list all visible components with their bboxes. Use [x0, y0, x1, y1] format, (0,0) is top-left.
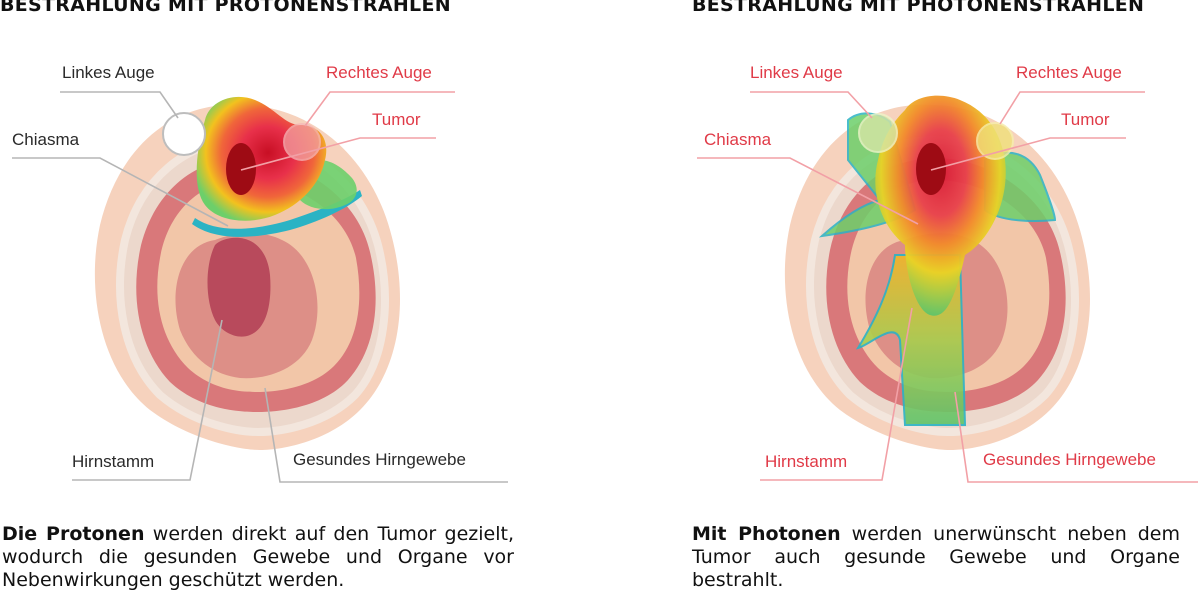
proton-line-right-eye: [304, 91, 455, 127]
photon-head: [784, 95, 1090, 450]
photon-line-chiasma: [697, 157, 919, 225]
photon-label-right-eye: Rechtes Auge: [1016, 63, 1122, 82]
photon-label-healthy-tissue: Gesundes Hirngewebe: [983, 450, 1156, 469]
photon-line-left-eye: [750, 91, 873, 119]
proton-line-brainstem: [72, 319, 223, 481]
photon-dose-region: [875, 95, 1006, 316]
proton-caption-text: werden direkt auf den Tumor gezielt, wod…: [2, 523, 514, 591]
photon-line-healthy: [954, 391, 1198, 483]
photon-label-tumor: Tumor: [1061, 110, 1110, 129]
proton-caption-bold: Die Protonen: [2, 523, 145, 545]
proton-leader-lines-red: [240, 91, 455, 171]
proton-line-chiasma: [12, 157, 229, 227]
photon-line-brainstem: [760, 307, 913, 481]
proton-head: [94, 96, 400, 450]
proton-label-brainstem: Hirnstamm: [72, 452, 155, 471]
proton-label-chiasma: Chiasma: [12, 130, 80, 149]
photon-caption-text: werden unerwünscht neben dem Tumor auch …: [692, 523, 1181, 591]
proton-label-left-eye: Linkes Auge: [62, 63, 155, 82]
proton-chiasma-band: [192, 190, 362, 237]
proton-label-healthy-tissue: Gesundes Hirngewebe: [293, 450, 466, 469]
photon-tumor-core: [916, 143, 946, 195]
proton-tumor-core: [226, 143, 256, 195]
proton-label-tumor: Tumor: [372, 110, 421, 129]
photon-label-chiasma: Chiasma: [704, 130, 772, 149]
proton-caption: Die Protonen werden direkt auf den Tumor…: [2, 523, 514, 592]
photon-left-eye: [858, 113, 898, 153]
photon-leader-lines: [697, 91, 1198, 483]
proton-line-left-eye: [60, 91, 179, 119]
proton-brainstem: [207, 237, 271, 337]
proton-right-eye: [283, 123, 321, 161]
proton-line-healthy: [264, 387, 508, 483]
photon-title: BESTRAHLUNG MIT PHOTONENSTRAHLEN: [692, 0, 1145, 16]
photon-label-brainstem: Hirnstamm: [765, 452, 848, 471]
photon-label-left-eye: Linkes Auge: [750, 63, 843, 82]
proton-title: BESTRAHLUNG MIT PROTONENSTRAHLEN: [0, 0, 451, 16]
proton-line-tumor: [240, 137, 436, 171]
photon-caption: Mit Photonen werden unerwünscht neben de…: [692, 523, 1180, 592]
proton-leader-lines: [12, 91, 508, 483]
proton-label-right-eye: Rechtes Auge: [326, 63, 432, 82]
photon-line-tumor: [930, 137, 1126, 171]
photon-caption-bold: Mit Photonen: [692, 523, 841, 545]
proton-left-eye: [162, 112, 206, 156]
photon-line-right-eye: [999, 91, 1145, 125]
